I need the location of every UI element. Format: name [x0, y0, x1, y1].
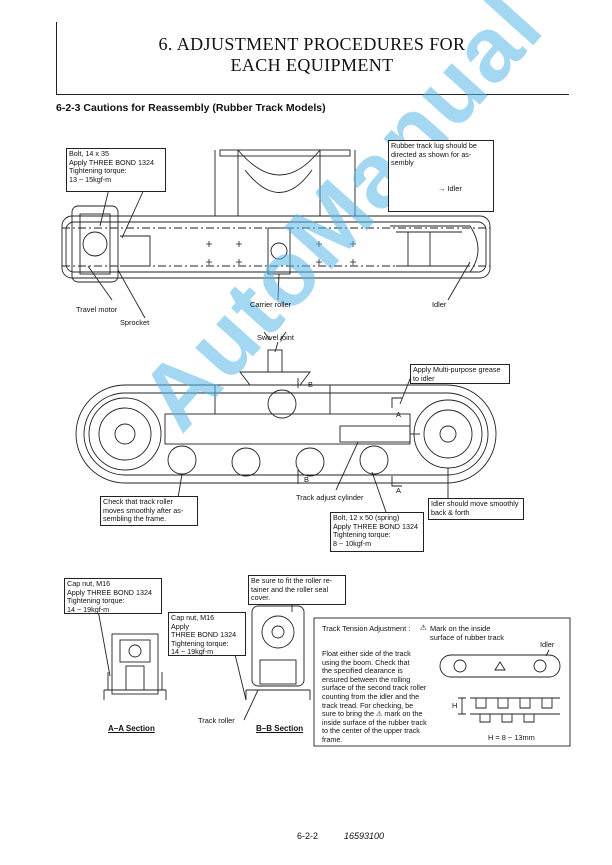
note-line: Apply Multi-purpose grease	[413, 365, 501, 374]
section-mark-a-top: A	[396, 410, 401, 419]
note-line: Rubber track lug should be	[391, 141, 477, 150]
note-line: Apply	[171, 621, 189, 631]
tension-body: Float either side of the track using the…	[322, 649, 446, 745]
note-line: 13 ~ 15kgf-m	[69, 174, 112, 184]
note-line: Cap nut, M16	[171, 613, 215, 622]
side-view-drawing	[75, 331, 497, 513]
note-line: tainer and the roller seal	[251, 584, 329, 594]
warning-mark-icon: ⚠	[375, 709, 383, 719]
warning-mark-icon: ⚠	[420, 623, 427, 632]
aa-section-label: A–A Section	[108, 724, 155, 733]
note-line: moves smoothly after as-	[103, 505, 184, 515]
mark-note-1: Mark on the inside	[430, 624, 491, 633]
document-number: 16593100	[344, 831, 385, 841]
h-label: H	[452, 701, 458, 710]
note-line: Tightening torque:	[333, 530, 391, 540]
aa-section-drawing	[97, 609, 167, 700]
tension-line: surface of the second track roller	[322, 683, 427, 693]
note-line: Tightening torque:	[171, 638, 229, 648]
tension-line: frame.	[322, 734, 343, 744]
lug-note-box: Rubber track lug should be directed as s…	[388, 140, 494, 212]
tension-drawing	[313, 617, 571, 747]
note-line: 14 ~ 19kgf-m	[67, 604, 110, 614]
note-line: to idler	[413, 373, 435, 383]
section-title: 6-2-3 Cautions for Reassembly (Rubber Tr…	[56, 102, 326, 114]
title-line-1: 6. ADJUSTMENT PROCEDURES FOR	[158, 34, 466, 54]
note-line: Apply THREE BOND 1324	[333, 521, 418, 531]
bolt-note-box: Bolt, 14 x 35 Apply THREE BOND 1324 Tigh…	[66, 148, 166, 192]
carrier-roller-label: Carrier roller	[250, 300, 292, 309]
note-line: Bolt, 14 x 35	[69, 149, 109, 158]
note-line: Bolt, 12 x 50 (spring)	[333, 513, 400, 522]
idler-label: Idler	[432, 300, 447, 309]
tension-line: ensured between the rolling	[322, 674, 411, 684]
note-line: 14 ~ 19kgf-m	[171, 647, 214, 657]
track-roller-label: Track roller	[198, 716, 235, 725]
tension-line: to the center of the upper track	[322, 726, 420, 736]
tension-idler-label: Idler	[540, 640, 555, 649]
check-note-box: Check that track roller moves smoothly a…	[100, 496, 198, 526]
note-line: Apply THREE BOND 1324	[67, 587, 152, 597]
tension-line: Float either side of the track	[322, 649, 411, 658]
idler-arrow-label: → Idler	[438, 184, 462, 193]
swivel-joint-label: Swivel joint	[257, 333, 294, 342]
top-view-drawing	[61, 149, 491, 319]
tension-line: counting from the idler and the	[322, 691, 420, 701]
cap-nut-a-note-box: Cap nut, M16 Apply THREE BOND 1324 Tight…	[64, 578, 162, 614]
tension-line: sure to bring the ⚠ mark on the	[322, 709, 423, 719]
title-line-2: EACH EQUIPMENT	[230, 55, 394, 75]
note-line: Apply THREE BOND 1324	[69, 157, 154, 167]
track-adjust-cylinder-label: Track adjust cylinder	[296, 493, 364, 502]
note-line: Cap nut, M16	[67, 579, 111, 588]
note-line: sembling the frame.	[103, 514, 167, 524]
note-line: THREE BOND 1324	[171, 630, 237, 640]
tension-line: the specified clearance is	[322, 666, 403, 676]
note-line: cover.	[251, 593, 271, 603]
grease-note-box: Apply Multi-purpose grease to idler	[410, 364, 510, 384]
tension-line: inside surface of the rubber track	[322, 717, 427, 727]
idler-note-box: Idler should move smoothly back & forth	[428, 498, 524, 520]
section-mark-b-top: B	[308, 380, 313, 389]
page-number: 6-2-2	[297, 831, 319, 841]
note-line: back & forth	[431, 507, 470, 517]
note-line: Idler should move smoothly	[431, 499, 519, 508]
roller-seal-note-box: Be sure to fit the roller re- tainer and…	[248, 575, 346, 605]
note-line: Be sure to fit the roller re-	[251, 576, 333, 585]
note-line: Check that track roller	[103, 497, 173, 506]
header-frame	[56, 22, 569, 95]
travel-motor-label: Travel motor	[76, 305, 118, 314]
section-mark-b-bottom: B	[304, 475, 309, 484]
note-line: directed as shown for as-	[391, 149, 472, 159]
h-value: H = 8 ~ 13mm	[488, 733, 535, 742]
mark-note-2: surface of rubber track	[430, 633, 504, 642]
note-line: sembly	[391, 158, 414, 168]
note-line: Tightening torque:	[69, 166, 127, 176]
page-title: 6. ADJUSTMENT PROCEDURES FOR EACH EQUIPM…	[56, 34, 568, 76]
note-line: 8 ~ 10kgf-m	[333, 538, 372, 548]
tension-heading: Track Tension Adjustment :	[322, 624, 411, 633]
cap-nut-b-note-box: Cap nut, M16 Apply THREE BOND 1324 Tight…	[168, 612, 246, 656]
note-line: Tightening torque:	[67, 596, 125, 606]
spring-bolt-note-box: Bolt, 12 x 50 (spring) Apply THREE BOND …	[330, 512, 424, 552]
section-mark-a-bottom: A	[396, 486, 401, 495]
bb-section-label: B–B Section	[256, 724, 304, 733]
tension-line: using the boom. Check that	[322, 657, 410, 667]
sprocket-label: Sprocket	[120, 318, 150, 327]
tension-line: track tread. For checking, be	[322, 700, 414, 710]
